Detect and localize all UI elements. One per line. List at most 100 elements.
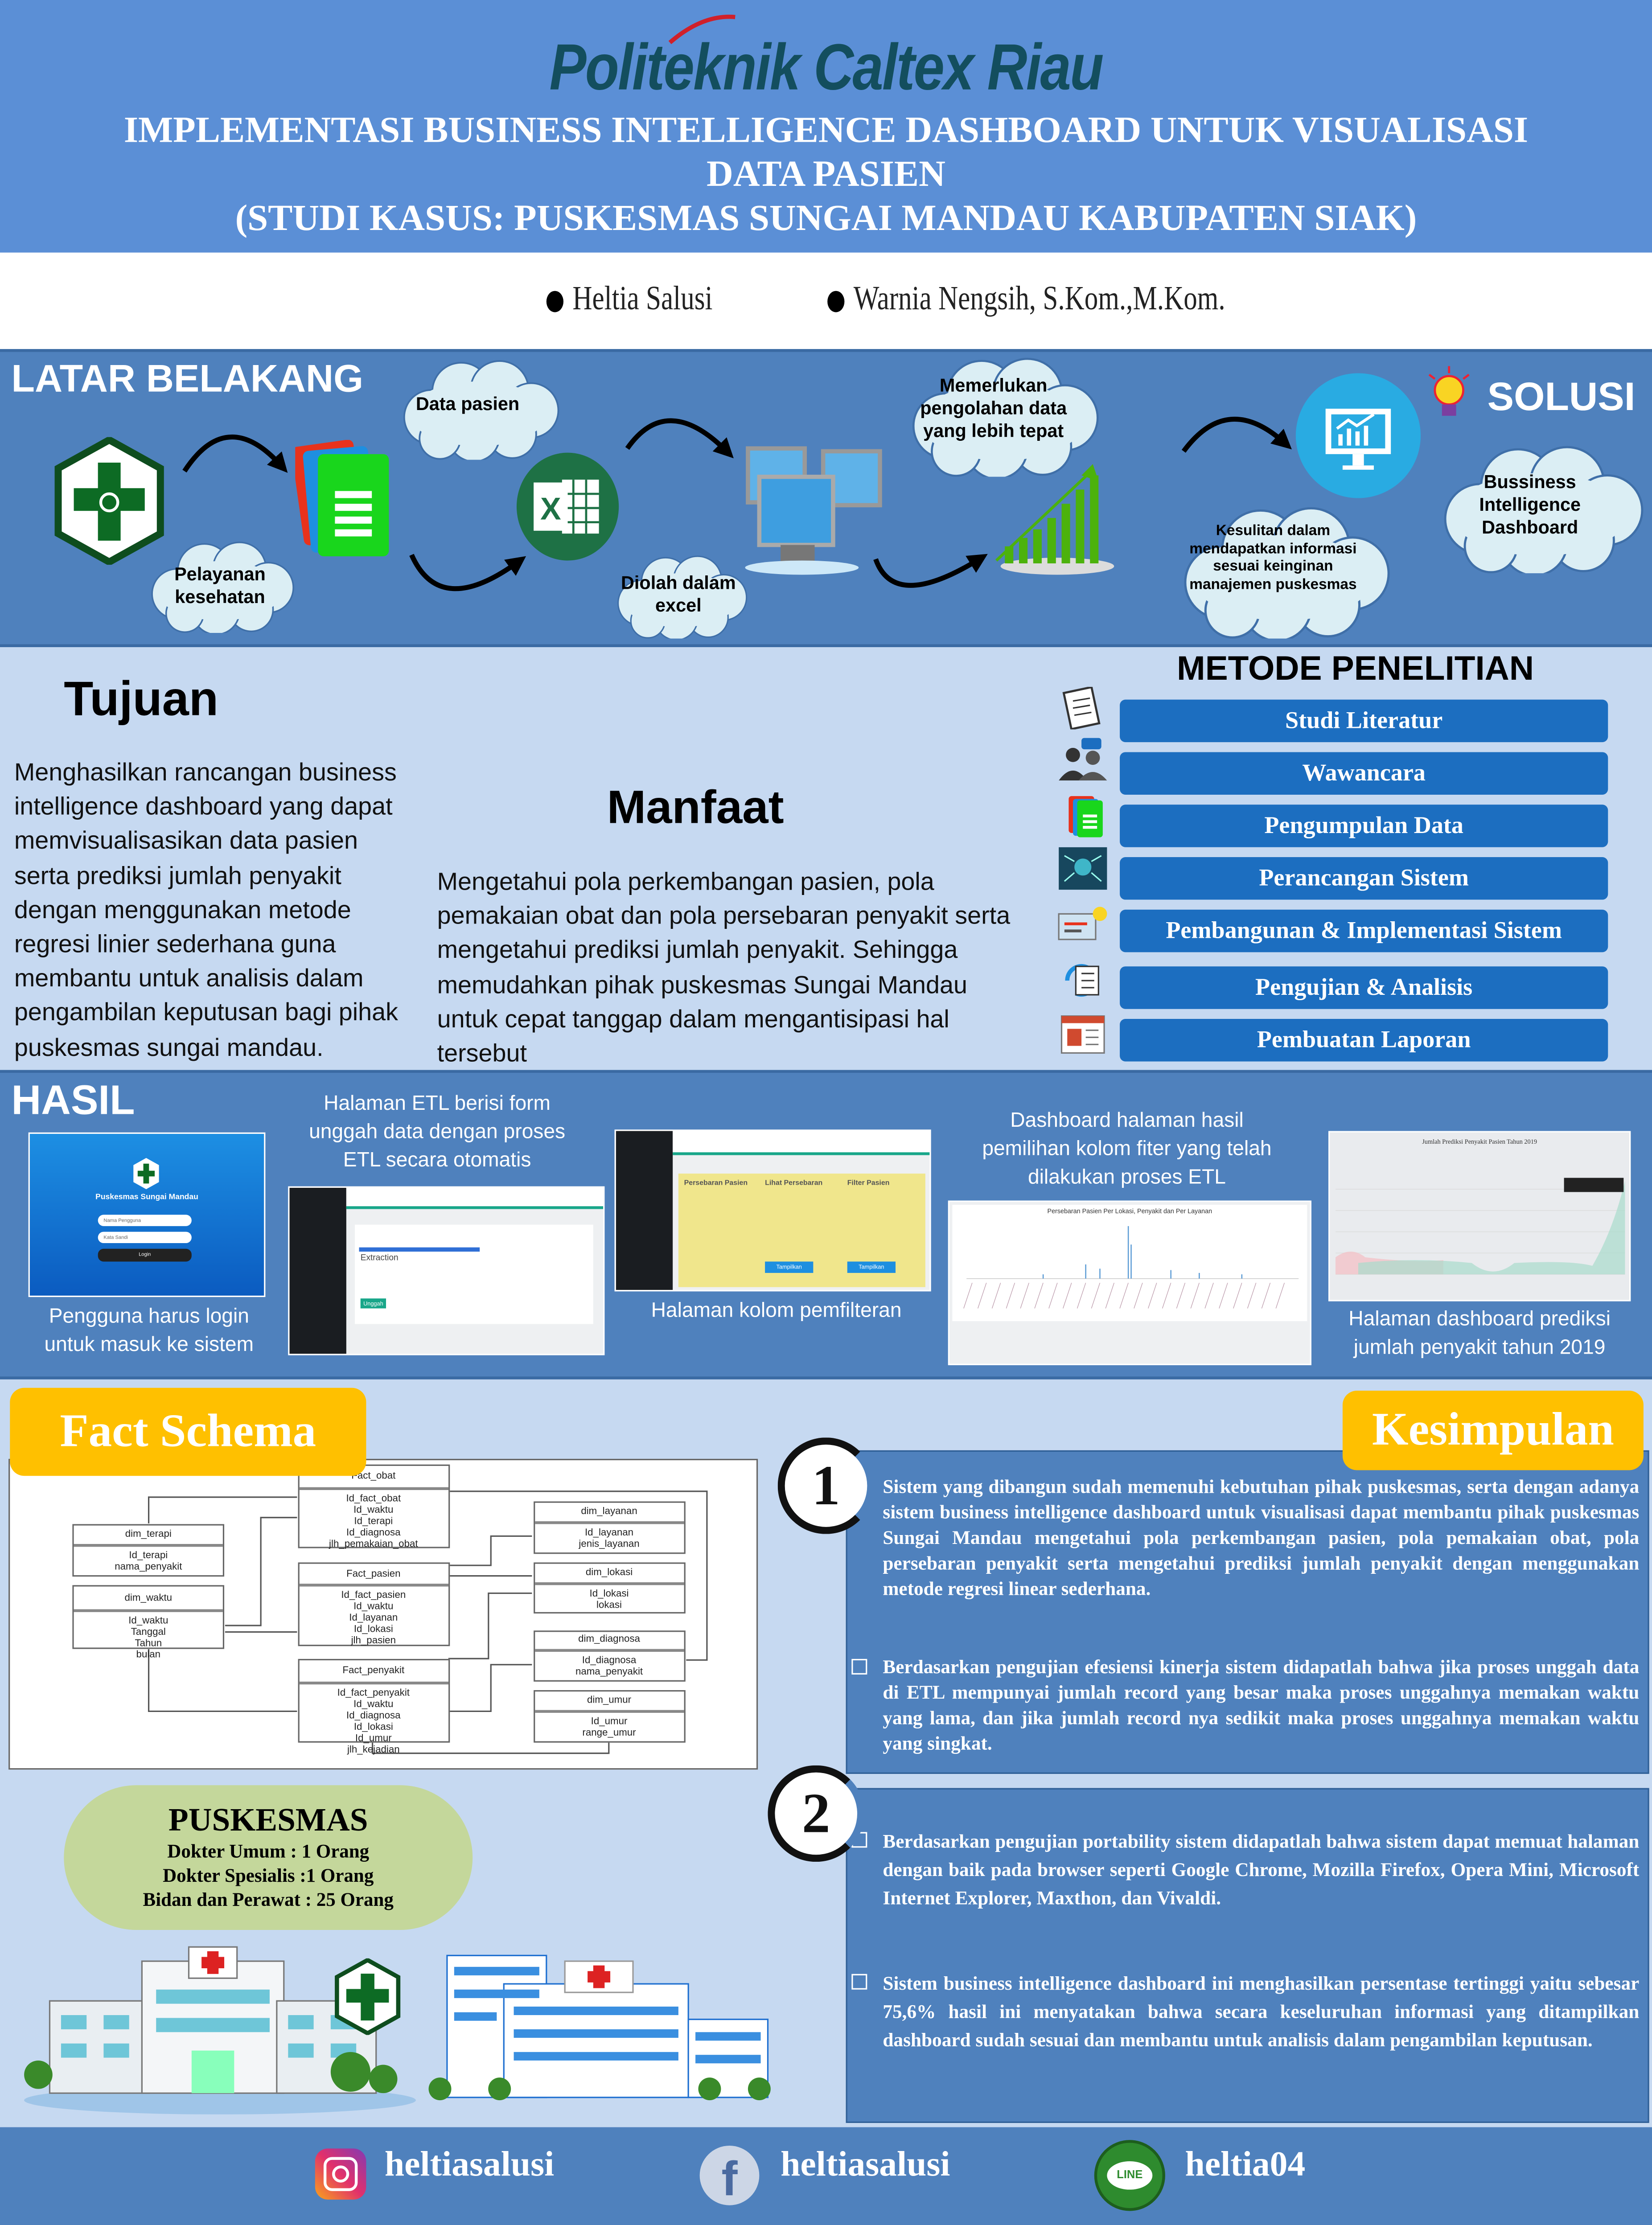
schema-relations [9, 1457, 767, 1774]
documents-icon [295, 439, 389, 557]
dashboard-chart-title: Persebaran Pasien Per Lokasi, Penyakit d… [1047, 1207, 1212, 1215]
puskesmas-logo-icon [335, 1958, 401, 2035]
curved-arrow-icon [625, 418, 734, 459]
bubble-memerlukan: Memerlukan pengolahan data yang lebih te… [920, 374, 1067, 442]
puskesmas-logo-icon [133, 1158, 159, 1190]
schema-field: Id_waktu [128, 1616, 168, 1626]
schema-field: Id_diagnosa [346, 1528, 401, 1539]
dashboard-bar-chart [963, 1226, 1299, 1309]
dashboard-screenshot: Persebaran Pasien Per Lokasi, Penyakit d… [948, 1200, 1311, 1365]
schema-field: Id_diagnosa [346, 1711, 401, 1721]
kesimpulan-box-2: Berdasarkan pengujian portability sistem… [846, 1788, 1649, 2123]
implementation-icon [1058, 907, 1107, 940]
schema-field: Id_waktu [353, 1506, 394, 1516]
schema-table-name: Fact_penyakit [299, 1660, 448, 1684]
caption-filter: Halaman kolom pemfilteran [651, 1300, 902, 1323]
metode-step-studi-literatur: Studi Literatur [1120, 699, 1608, 743]
filter-show-button: Tampilkan [847, 1261, 896, 1273]
bullet-icon [546, 291, 563, 312]
metode-step-wawancara: Wawancara [1120, 752, 1608, 795]
staff-line: Dokter Spesialis :1 Orang [163, 1864, 374, 1886]
dashboard-monitor-icon [1295, 373, 1421, 498]
schema-field: Id_lokasi [589, 1589, 629, 1599]
prediksi-chart-title: Jumlah Prediksi Penyakit Pasien Tahun 20… [1422, 1138, 1537, 1145]
caption-prediksi: Halaman dashboard prediksi jumlah penyak… [1348, 1308, 1611, 1360]
schema-field: range_umur [582, 1728, 636, 1739]
caption-dashboard: Dashboard halaman hasil pemilihan kolom … [982, 1109, 1272, 1190]
login-title: Puskesmas Sungai Mandau [95, 1193, 198, 1202]
login-screenshot: Puskesmas Sungai Mandau Nama Pengguna Ka… [28, 1132, 266, 1297]
instagram-handle[interactable]: heltiasalusi [384, 2145, 555, 2184]
caption-etl: Halaman ETL berisi form unggah data deng… [309, 1092, 566, 1172]
kesimpulan-point-1: Sistem yang dibangun sudah memenuhi kebu… [851, 1474, 1639, 1602]
schema-field: Id_lokasi [353, 1625, 393, 1636]
schema-field: Id_umur [591, 1717, 628, 1728]
excel-icon: X [516, 452, 619, 561]
institution-logo: Politeknik Caltex Riau [549, 29, 1104, 104]
schema-field: nama_penyakit [575, 1668, 643, 1678]
login-password-input: Kata Sandi [98, 1232, 192, 1244]
line-icon[interactable]: LINE [1094, 2140, 1165, 2211]
metode-step-pengujian: Pengujian & Analisis [1120, 966, 1608, 1009]
schema-field: Id_waktu [353, 1602, 394, 1613]
author-2: Warnia Nengsih, S.Kom.,M.Kom. [827, 281, 1225, 319]
kesimpulan-point-4: Sistem business intelligence dashboard i… [851, 1970, 1639, 2055]
schema-field: Tanggal [131, 1628, 166, 1638]
schema-field: jlh_pasien [351, 1637, 396, 1647]
bubble-pelayanan: Pelayanan kesehatan [174, 563, 266, 608]
filter-screenshot: Persebaran Pasien Lihat Persebaran Filte… [614, 1129, 931, 1292]
footer [0, 2127, 1652, 2225]
testing-icon [1065, 964, 1099, 997]
manfaat-heading: Manfaat [607, 780, 784, 833]
schema-field: jenis_layanan [579, 1539, 640, 1550]
manfaat-text: Mengetahui pola perkembangan pasien, pol… [437, 867, 1011, 1067]
report-icon [1060, 1015, 1105, 1054]
facebook-icon[interactable]: f [699, 2145, 760, 2205]
filter-show-button: Tampilkan [765, 1261, 814, 1273]
curved-arrow-icon [1181, 416, 1292, 453]
line-handle[interactable]: heltia04 [1185, 2145, 1306, 2184]
schema-field: Id_diagnosa [582, 1656, 637, 1667]
poster-title: IMPLEMENTASI BUSINESS INTELLIGENCE DASHB… [57, 108, 1595, 240]
number-badge-2: 2 [768, 1765, 864, 1862]
schema-field: Id_lokasi [353, 1722, 393, 1732]
staff-line: Dokter Umum : 1 Orang [167, 1840, 370, 1862]
tujuan-text: Menghasilkan rancangan business intellig… [14, 758, 399, 1061]
schema-field: jlh_kejadian [347, 1745, 400, 1755]
kesimpulan-box-1: Sistem yang dibangun sudah memenuhi kebu… [846, 1450, 1649, 1774]
title-line: (STUDI KASUS: PUSKESMAS SUNGAI MANDAU KA… [235, 197, 1417, 238]
bubble-diolah: Diolah dalam excel [621, 572, 736, 616]
schema-field: Tahun [135, 1639, 162, 1649]
computers-icon [745, 446, 882, 575]
bubble-solusi: Bussiness Intelligence Dashboard [1479, 471, 1581, 538]
hasil-heading: HASIL [11, 1078, 135, 1124]
schema-table-name: dim_layanan [534, 1503, 684, 1524]
solusi-heading: SOLUSI [1487, 374, 1636, 419]
interview-icon [1059, 738, 1107, 781]
instagram-icon[interactable] [315, 2148, 366, 2200]
schema-field: Id_layanan [349, 1614, 398, 1624]
data-collection-icon [1068, 796, 1103, 837]
author-name: Warnia Nengsih, S.Kom.,M.Kom. [853, 281, 1225, 318]
filter-col2: Lihat Persebaran [765, 1179, 823, 1188]
prediksi-screenshot: Jumlah Prediksi Penyakit Pasien Tahun 20… [1328, 1131, 1631, 1301]
facebook-handle[interactable]: heltiasalusi [781, 2145, 950, 2184]
metode-step-laporan: Pembuatan Laporan [1120, 1019, 1608, 1062]
bubble-data-pasien: Data pasien [415, 393, 520, 415]
authors-band [0, 252, 1652, 349]
metode-heading: METODE PENELITIAN [1177, 650, 1534, 689]
schema-field: Id_umur [355, 1733, 392, 1744]
tujuan-heading: Tujuan [64, 673, 219, 727]
schema-field: jlh_pemakaian_obat [329, 1540, 418, 1550]
schema-field: Id_terapi [354, 1517, 393, 1527]
puskesmas-title: PUSKESMAS [168, 1802, 368, 1838]
schema-field: Id_fact_obat [346, 1494, 401, 1505]
etl-upload-button: Unggah [360, 1298, 386, 1309]
